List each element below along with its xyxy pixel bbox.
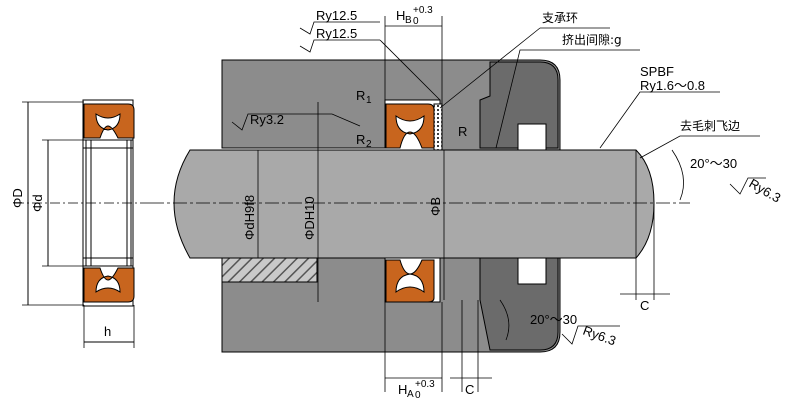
label-support-ring: 支承环: [542, 11, 578, 25]
roughness-leader-rod-end: [729, 177, 766, 195]
svg-text:H: H: [398, 382, 407, 397]
label-ry12-5-a: Ry12.5: [316, 8, 357, 23]
groove-seal-top: [385, 103, 435, 149]
label-ry-rod: Ry1.6～0.8: [640, 78, 705, 93]
seal-profile-bottom: [83, 267, 135, 303]
label-c-right: C: [640, 298, 649, 313]
label-ry-housing: Ry6.3: [581, 323, 618, 349]
groove-seal-bottom: [385, 259, 435, 303]
svg-text:A: A: [407, 389, 414, 400]
thread-hatch: [221, 257, 318, 283]
label-dh9f8: ΦdH9f8: [242, 195, 257, 240]
label-ry-rod-end: Ry6.3: [747, 176, 784, 206]
label-deburr: 去毛刺飞边: [680, 119, 740, 133]
svg-text:0: 0: [415, 390, 421, 401]
wiper-bottom: [517, 257, 547, 285]
gland-top: [479, 61, 559, 149]
label-hb: H B +0.3 0: [396, 5, 433, 27]
label-r1: R 1: [356, 88, 372, 106]
label-b: ΦB: [428, 197, 443, 216]
svg-text:0: 0: [413, 16, 419, 27]
svg-text:+0.3: +0.3: [415, 379, 435, 390]
label-phi-d: Φd: [30, 194, 45, 212]
svg-text:1: 1: [366, 95, 372, 106]
roughness-leader-housing: [561, 325, 620, 345]
support-ring-top: [433, 103, 443, 151]
leader-spbf: [599, 91, 720, 149]
angle-arc-rod: [671, 149, 684, 201]
label-r: R: [458, 124, 467, 139]
svg-text:R: R: [356, 132, 365, 147]
label-spbf: SPBF: [640, 64, 674, 79]
svg-text:+0.3: +0.3: [413, 5, 433, 16]
assembly-view: Ry12.5 Ry12.5 H B +0.3 0 支承环 挤出间隙:g SPBF…: [150, 5, 783, 401]
label-ry-bore: Ry3.2: [250, 112, 284, 127]
leader-roughness-groove: [379, 39, 441, 101]
svg-text:H: H: [396, 8, 405, 23]
label-h: h: [104, 324, 111, 339]
roughness-leader-1: [299, 21, 380, 35]
svg-text:R: R: [356, 88, 365, 103]
seal-profile-top: [83, 103, 135, 139]
wiper-top: [517, 123, 547, 151]
svg-text:2: 2: [366, 139, 372, 150]
angle-arc-housing: [499, 299, 510, 341]
label-angle-rod: 20°～30: [690, 156, 737, 171]
svg-text:B: B: [405, 15, 412, 26]
roughness-leader-2: [299, 39, 380, 53]
label-ha: H A +0.3 0: [398, 379, 435, 401]
label-dh10: ΦDH10: [302, 196, 317, 240]
leader-deburr: [639, 135, 760, 159]
roughness-leader-bore: [231, 113, 361, 131]
label-c-bottom: C: [465, 382, 474, 397]
leader-support-ring: [439, 27, 541, 109]
leader-gap: [495, 49, 640, 149]
label-angle-housing: 20°～30: [530, 312, 577, 327]
housing-top: [221, 59, 561, 151]
label-phi-D: ΦD: [10, 188, 25, 208]
label-ry12-5-b: Ry12.5: [316, 26, 357, 41]
seal-section-view: ΦD Φd h: [10, 99, 150, 348]
label-r2: R 2: [356, 132, 372, 150]
label-extrusion-gap: 挤出间隙:g: [562, 32, 622, 47]
